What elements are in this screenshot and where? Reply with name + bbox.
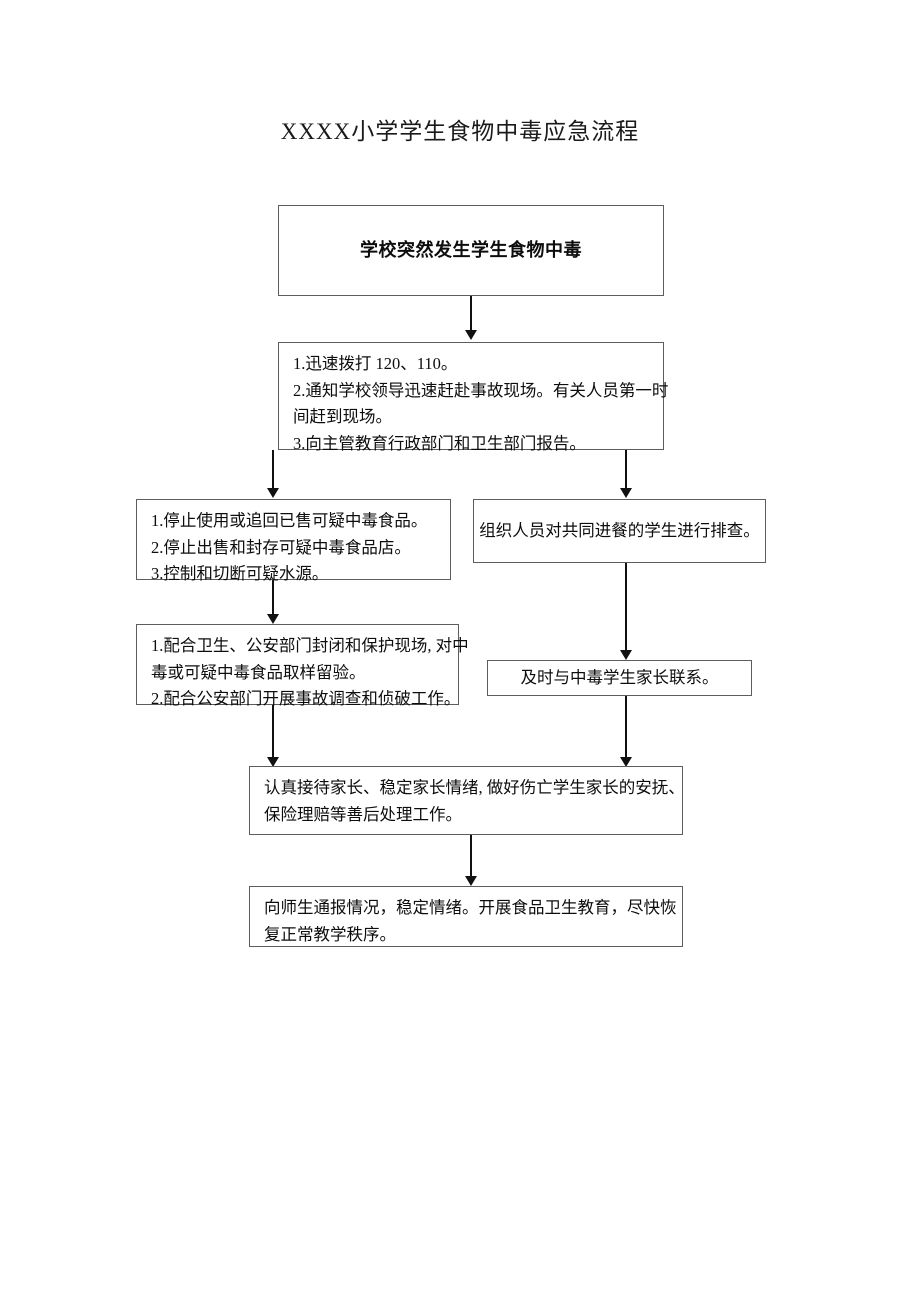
food-control-line-1: 1.停止使用或追回已售可疑中毒食品。 — [151, 511, 428, 530]
scene-protection-line-2: 毒或可疑中毒食品取样留验。 — [151, 662, 366, 682]
page-title: XXXX小学学生食物中毒应急流程 — [280, 119, 640, 144]
food-control-line-2: 2.停止出售和封存可疑中毒食品店。 — [151, 537, 411, 557]
edge-parent-contact-to-reception-arrowhead — [620, 757, 632, 767]
incident-node: 学校突然发生学生食物中毒 — [278, 205, 664, 296]
notify-and-recover-line-2: 复正常教学秩序。 — [264, 924, 396, 944]
edge-scene-to-reception-arrowhead — [267, 757, 279, 767]
edge-response-to-screening-line — [625, 450, 627, 490]
immediate-response-line-2: 2.通知学校领导迅速赶赴事故现场。有关人员第一时 — [293, 380, 669, 400]
edge-reception-to-notify-arrowhead — [465, 876, 477, 886]
edge-screening-to-parent-contact-line — [625, 563, 627, 653]
parent-reception-node: 认真接待家长、稳定家长情绪, 做好伤亡学生家长的安抚、 保险理赔等善后处理工作。 — [249, 766, 685, 835]
edge-incident-to-response-line — [470, 296, 472, 332]
student-screening-line-1: 组织人员对共同进餐的学生进行排查。 — [479, 520, 760, 540]
scene-protection-line-3: 2.配合公安部门开展事故调查和侦破工作。 — [151, 689, 461, 709]
immediate-response-line-1: 1.迅速拨打 120、110。 — [293, 354, 458, 373]
notify-and-recover-node: 向师生通报情况，稳定情绪。开展食品卫生教育，尽快恢 复正常教学秩序。 — [249, 886, 683, 947]
immediate-response-node: 1.迅速拨打 120、110。 2.通知学校领导迅速赶赴事故现场。有关人员第一时… — [278, 342, 669, 453]
edge-response-to-food-control-line — [272, 450, 274, 490]
scene-protection-node: 1.配合卫生、公安部门封闭和保护现场, 对中 毒或可疑中毒食品取样留验。 2.配… — [136, 624, 469, 708]
parent-reception-line-1: 认真接待家长、稳定家长情绪, 做好伤亡学生家长的安抚、 — [264, 778, 685, 797]
edge-scene-to-reception-line — [272, 705, 274, 760]
edge-food-control-to-scene-arrowhead — [267, 614, 279, 624]
edge-screening-to-parent-contact-arrowhead — [620, 650, 632, 660]
immediate-response-line-4: 3.向主管教育行政部门和卫生部门报告。 — [293, 434, 586, 454]
scene-protection-line-1: 1.配合卫生、公安部门封闭和保护现场, 对中 — [151, 636, 469, 655]
edge-incident-to-response-arrowhead — [465, 330, 477, 340]
edge-reception-to-notify-line — [470, 835, 472, 879]
notify-and-recover-line-1: 向师生通报情况，稳定情绪。开展食品卫生教育，尽快恢 — [264, 898, 677, 917]
food-control-line-3: 3.控制和切断可疑水源。 — [151, 564, 329, 584]
edge-response-to-screening-arrowhead — [620, 488, 632, 498]
edge-parent-contact-to-reception-line — [625, 696, 627, 760]
food-control-node: 1.停止使用或追回已售可疑中毒食品。 2.停止出售和封存可疑中毒食品店。 3.控… — [136, 499, 451, 583]
immediate-response-line-3: 间赶到现场。 — [293, 407, 392, 427]
student-screening-node: 组织人员对共同进餐的学生进行排查。 — [473, 499, 766, 563]
incident-node-line-1: 学校突然发生学生食物中毒 — [360, 239, 582, 260]
parent-contact-node: 及时与中毒学生家长联系。 — [487, 660, 752, 696]
parent-contact-line-1: 及时与中毒学生家长联系。 — [520, 667, 719, 687]
parent-reception-line-2: 保险理赔等善后处理工作。 — [264, 804, 462, 824]
edge-food-control-to-scene-line — [272, 580, 274, 617]
edge-response-to-food-control-arrowhead — [267, 488, 279, 498]
